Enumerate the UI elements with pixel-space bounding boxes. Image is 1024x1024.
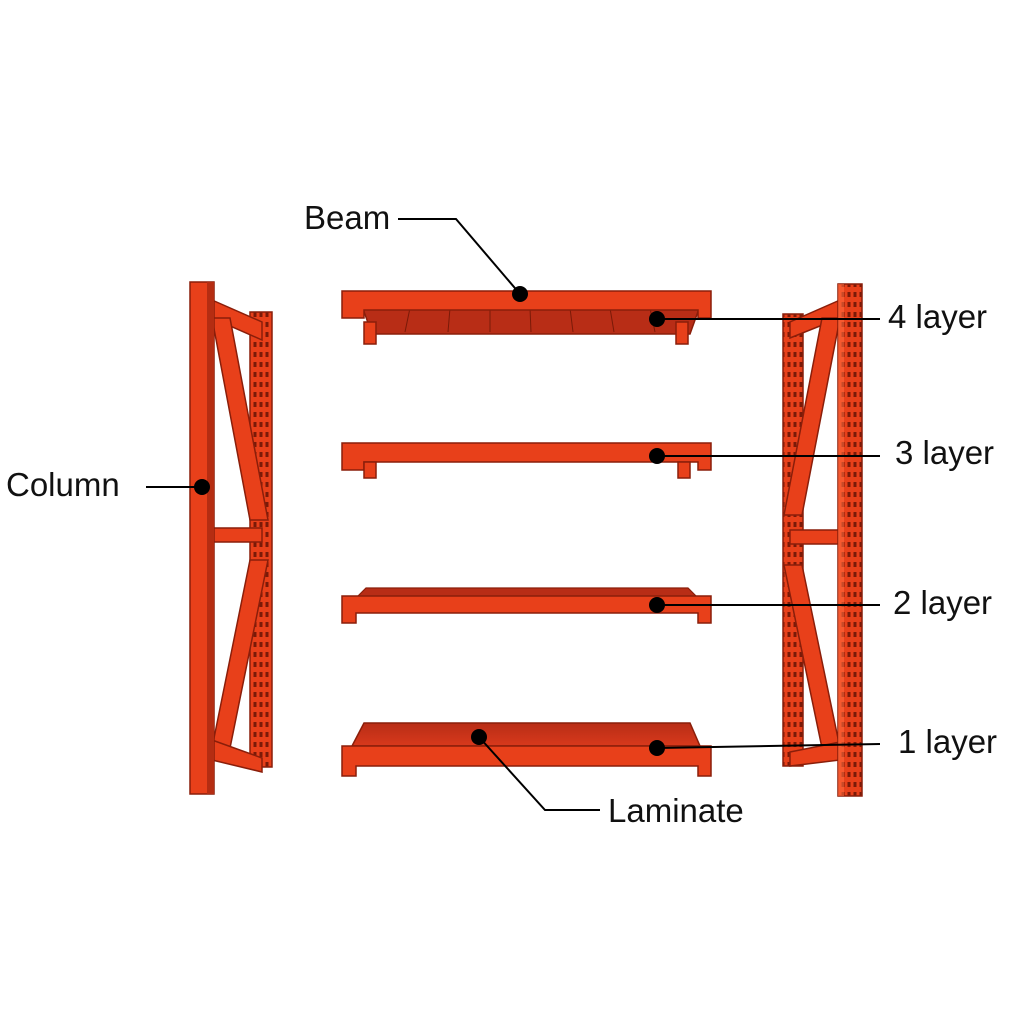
- layer1-label: 1 layer: [898, 723, 997, 760]
- laminate-leader: [478, 736, 600, 811]
- callouts: [146, 218, 881, 811]
- layer3-dot: [649, 448, 665, 464]
- shelf-layer-1: [341, 722, 712, 777]
- layer4-label: 4 layer: [888, 298, 987, 335]
- layer1-dot: [649, 740, 665, 756]
- layer3-label: 3 layer: [895, 434, 994, 471]
- column-label: Column: [6, 466, 120, 503]
- column-dot: [194, 479, 210, 495]
- beam-dot: [512, 286, 528, 302]
- layer2-label: 2 layer: [893, 584, 992, 621]
- layer4-dot: [649, 311, 665, 327]
- beam-leader: [398, 218, 521, 295]
- laminate-label: Laminate: [608, 792, 744, 829]
- beam-label: Beam: [304, 199, 390, 236]
- laminate-panel: [350, 722, 702, 747]
- layer2-dot: [649, 597, 665, 613]
- right-column-frame: [782, 283, 863, 797]
- shelf-layer-4: [341, 290, 712, 345]
- laminate-dot: [471, 729, 487, 745]
- layer1-leader: [656, 743, 881, 749]
- shelf-layer-3: [341, 442, 712, 479]
- left-column-frame: [189, 281, 273, 795]
